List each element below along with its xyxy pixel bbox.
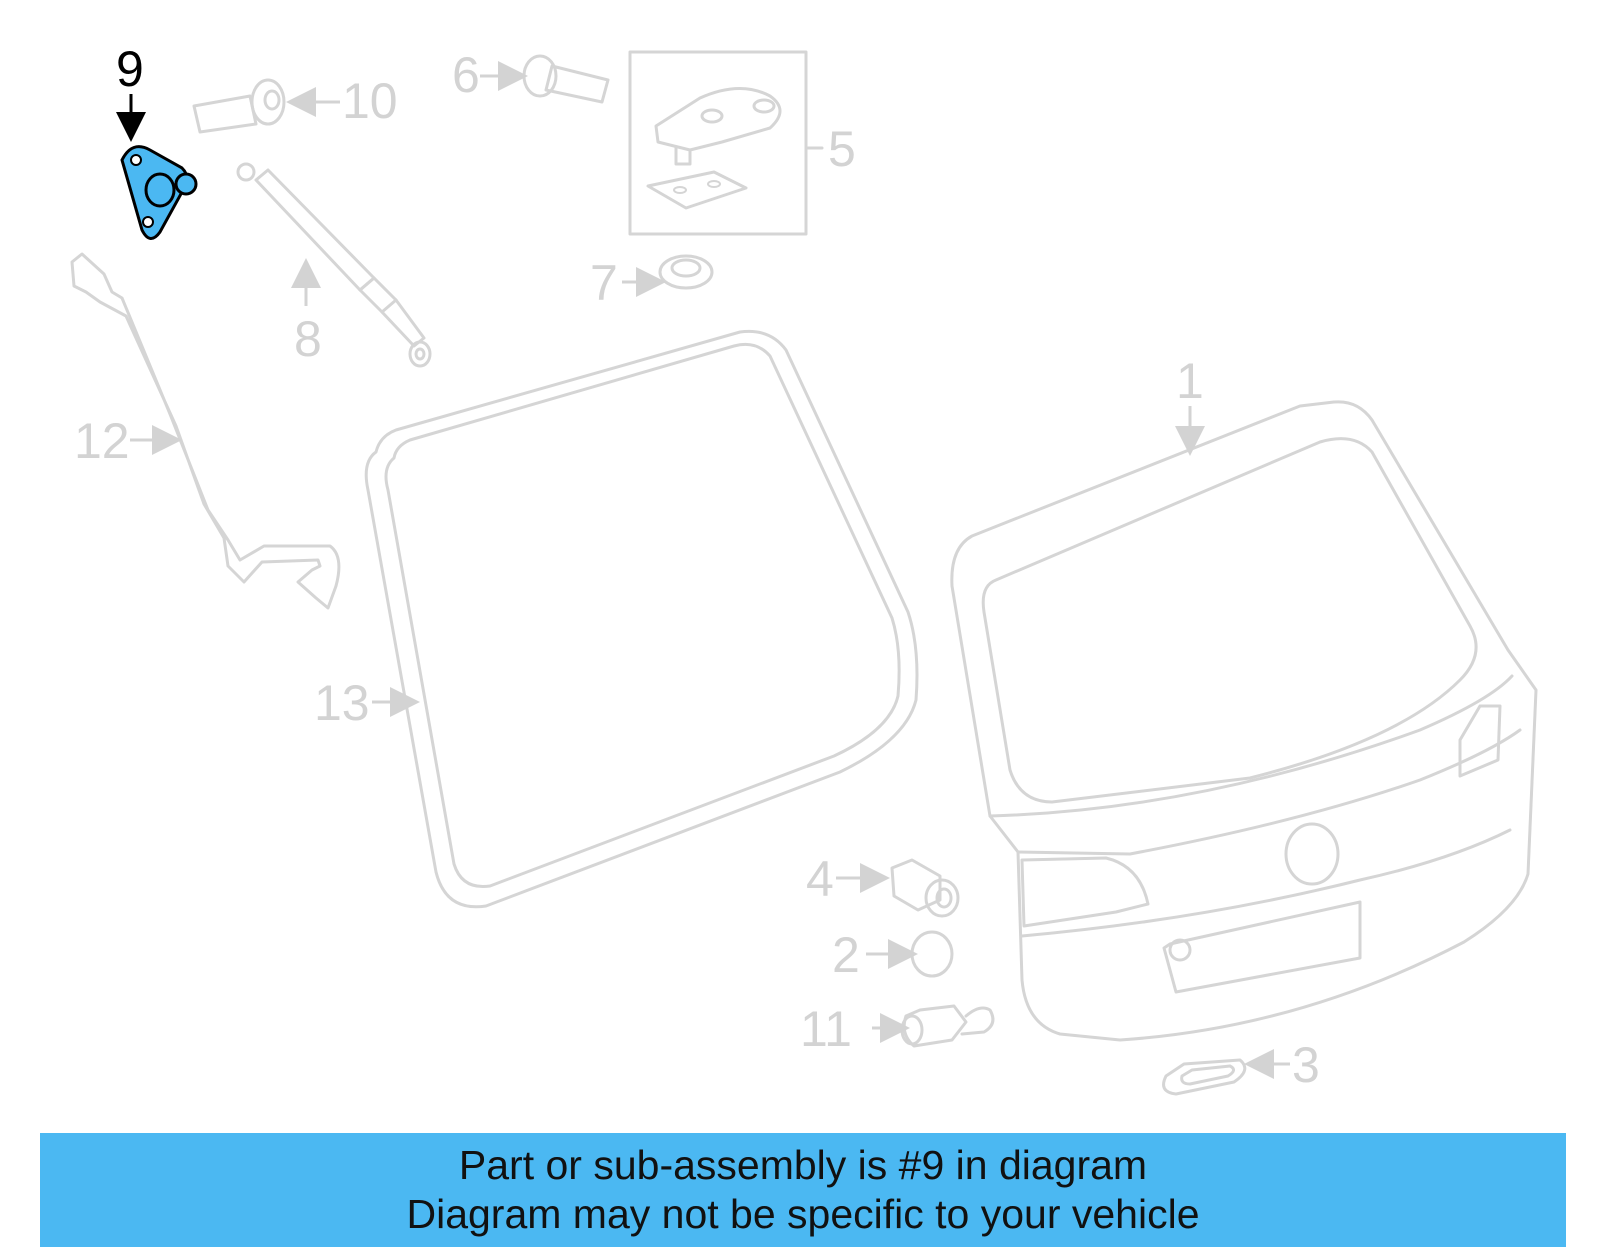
callout-12: 12	[74, 413, 130, 469]
part-3-grommet[interactable]	[1162, 1058, 1247, 1096]
part-9-ball-stud-bracket[interactable]	[120, 145, 198, 240]
parts-diagram: 9 10 6 5 7 8	[70, 41, 1538, 1096]
info-banner: Part or sub-assembly is #9 in diagram Di…	[40, 1133, 1566, 1247]
part-7-nut[interactable]	[658, 254, 714, 290]
callout-3: 3	[1292, 1037, 1320, 1093]
part-5-hinge-assembly[interactable]	[628, 50, 808, 236]
callout-1: 1	[1176, 353, 1204, 409]
callout-9: 9	[116, 41, 144, 97]
part-2-plug[interactable]	[910, 930, 954, 978]
callout-4: 4	[806, 851, 834, 907]
part-13-window-seal[interactable]	[364, 329, 919, 909]
callout-11: 11	[800, 1001, 852, 1057]
banner-line-part: Part or sub-assembly is #9 in diagram	[458, 1142, 1148, 1188]
part-4-fastener[interactable]	[890, 858, 960, 918]
part-12-channel[interactable]	[70, 252, 341, 610]
callout-8: 8	[294, 311, 322, 367]
callout-10: 10	[342, 73, 398, 129]
callout-2: 2	[832, 927, 860, 983]
part-10-bolt[interactable]	[192, 78, 286, 134]
callout-6: 6	[452, 47, 480, 103]
part-11-stud[interactable]	[900, 1004, 995, 1048]
callout-5: 5	[828, 121, 856, 177]
banner-line-disclaimer: Diagram may not be specific to your vehi…	[406, 1191, 1200, 1237]
part-6-bolt[interactable]	[522, 54, 610, 104]
callout-7: 7	[590, 255, 618, 311]
part-8-lift-support[interactable]	[236, 162, 432, 368]
part-1-liftgate[interactable]	[950, 400, 1538, 1042]
callout-13: 13	[314, 675, 370, 731]
